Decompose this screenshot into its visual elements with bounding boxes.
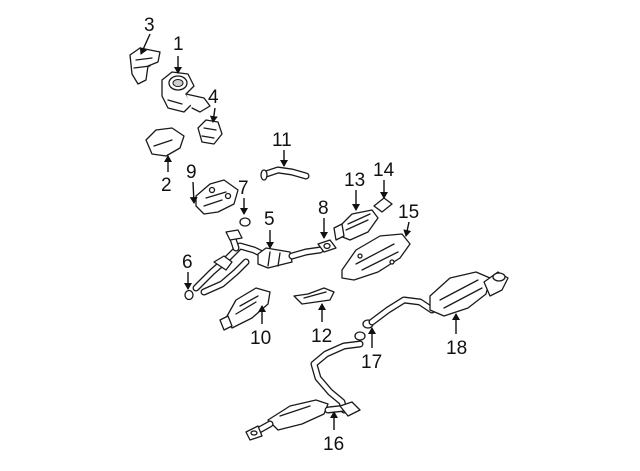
part-2-lower-heat-shield[interactable] — [145, 127, 185, 157]
part-15-converter-shield[interactable] — [341, 233, 411, 281]
part-12-heat-shield[interactable] — [293, 287, 335, 305]
part-8-flange-gasket[interactable] — [317, 239, 337, 253]
part-14-gasket[interactable] — [373, 197, 393, 213]
part-9-shield-bracket[interactable] — [195, 179, 239, 215]
part-16-intermediate-pipe[interactable] — [245, 340, 364, 441]
callout-1: 1 — [173, 34, 184, 55]
callout-6: 6 — [182, 252, 193, 273]
callout-7: 7 — [238, 178, 249, 199]
callout-15: 15 — [398, 202, 419, 223]
part-11-pipe[interactable] — [260, 166, 310, 181]
callout-18: 18 — [446, 338, 467, 359]
part-5-front-pipe[interactable] — [192, 229, 324, 296]
callout-9: 9 — [186, 162, 197, 183]
callout-3: 3 — [144, 15, 155, 36]
callout-5: 5 — [264, 209, 275, 230]
callout-10: 10 — [250, 328, 271, 349]
part-3-upper-heat-shield[interactable] — [129, 47, 161, 85]
leader-lines — [139, 33, 460, 430]
callout-4: 4 — [208, 87, 219, 108]
part-7-gasket[interactable] — [239, 217, 251, 227]
part-18-muffler[interactable] — [368, 271, 509, 326]
part-10-catalytic-converter[interactable] — [219, 287, 271, 331]
part-6-gasket[interactable] — [184, 289, 194, 301]
callout-12: 12 — [311, 326, 332, 347]
part-17-gaskets[interactable] — [354, 319, 374, 341]
callout-13: 13 — [344, 170, 365, 191]
callout-16: 16 — [323, 434, 344, 455]
callout-2: 2 — [161, 175, 172, 196]
callout-8: 8 — [318, 198, 329, 219]
callout-labels: 1 2 3 4 5 6 7 8 9 10 11 12 13 14 15 16 1… — [144, 15, 467, 455]
callout-17: 17 — [361, 352, 382, 373]
callout-14: 14 — [373, 160, 395, 181]
callout-11: 11 — [272, 130, 292, 151]
part-13-converter[interactable] — [333, 209, 379, 241]
part-4-manifold-shield[interactable] — [197, 119, 223, 145]
part-1-exhaust-manifold[interactable] — [161, 71, 211, 113]
